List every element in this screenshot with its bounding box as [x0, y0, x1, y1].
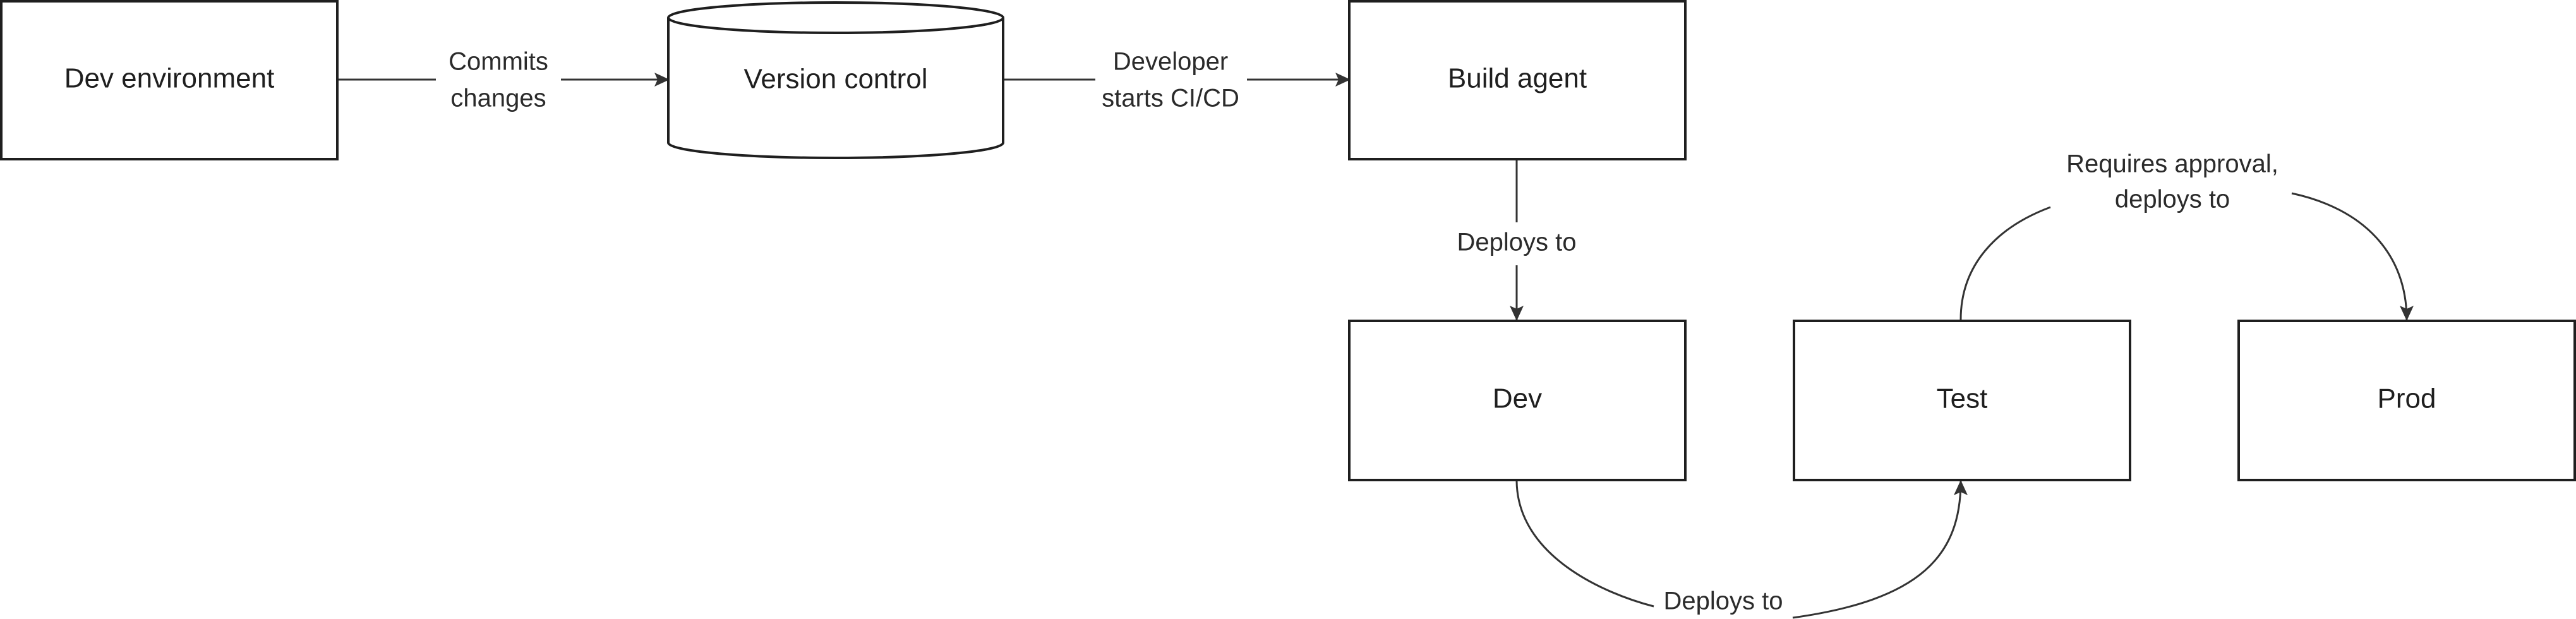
node-dev-environment[interactable]: Dev environment	[0, 0, 339, 160]
node-label: Version control	[743, 64, 927, 95]
node-box	[0, 0, 339, 160]
edge-developer-starts-cicd: Developer starts CI/CD	[1003, 48, 1351, 112]
node-label: Build agent	[1448, 63, 1587, 94]
edge-label-deploys-to-dev: Deploys to	[1457, 229, 1577, 256]
edge-curve-right	[2291, 192, 2414, 321]
edge-curve-left	[1959, 206, 2051, 320]
edge-deploys-to-dev: Deploys to	[1457, 159, 1577, 321]
node-label: Prod	[2378, 383, 2436, 414]
node-version-control[interactable]: Version control	[667, 1, 1004, 159]
node-label: Dev environment	[64, 63, 275, 94]
node-box	[1348, 0, 1687, 160]
edge-label-cicd-line2: starts CI/CD	[1102, 85, 1239, 112]
node-box	[1348, 320, 1687, 481]
edge-label-approval-line2: deploys to	[2115, 186, 2230, 213]
node-label: Dev	[1493, 383, 1542, 414]
node-build-agent[interactable]: Build agent	[1348, 0, 1687, 160]
node-prod[interactable]: Prod	[2237, 320, 2576, 481]
edge-label-commits-line2: changes	[450, 85, 546, 112]
cylinder-body	[667, 18, 1004, 159]
node-dev[interactable]: Dev	[1348, 320, 1687, 481]
edge-label-deploys-to-test: Deploys to	[1664, 587, 1783, 615]
edge-label-cicd-line1: Developer	[1113, 48, 1228, 76]
edge-curve-left	[1515, 479, 1654, 608]
edge-label-commits-line1: Commits	[448, 48, 548, 76]
node-box	[2237, 320, 2576, 481]
node-test[interactable]: Test	[1793, 320, 2131, 481]
edge-label-approval-line1: Requires approval,	[2066, 150, 2278, 178]
node-box	[1793, 320, 2131, 481]
edge-deploys-to-test: Deploys to	[1515, 479, 1968, 619]
edge-commits-changes: Commits changes	[337, 48, 670, 112]
edge-requires-approval: Requires approval, deploys to	[1959, 150, 2414, 321]
node-label: Test	[1937, 383, 1988, 414]
cylinder-top	[667, 1, 1004, 34]
edge-curve-right	[1792, 480, 1968, 619]
